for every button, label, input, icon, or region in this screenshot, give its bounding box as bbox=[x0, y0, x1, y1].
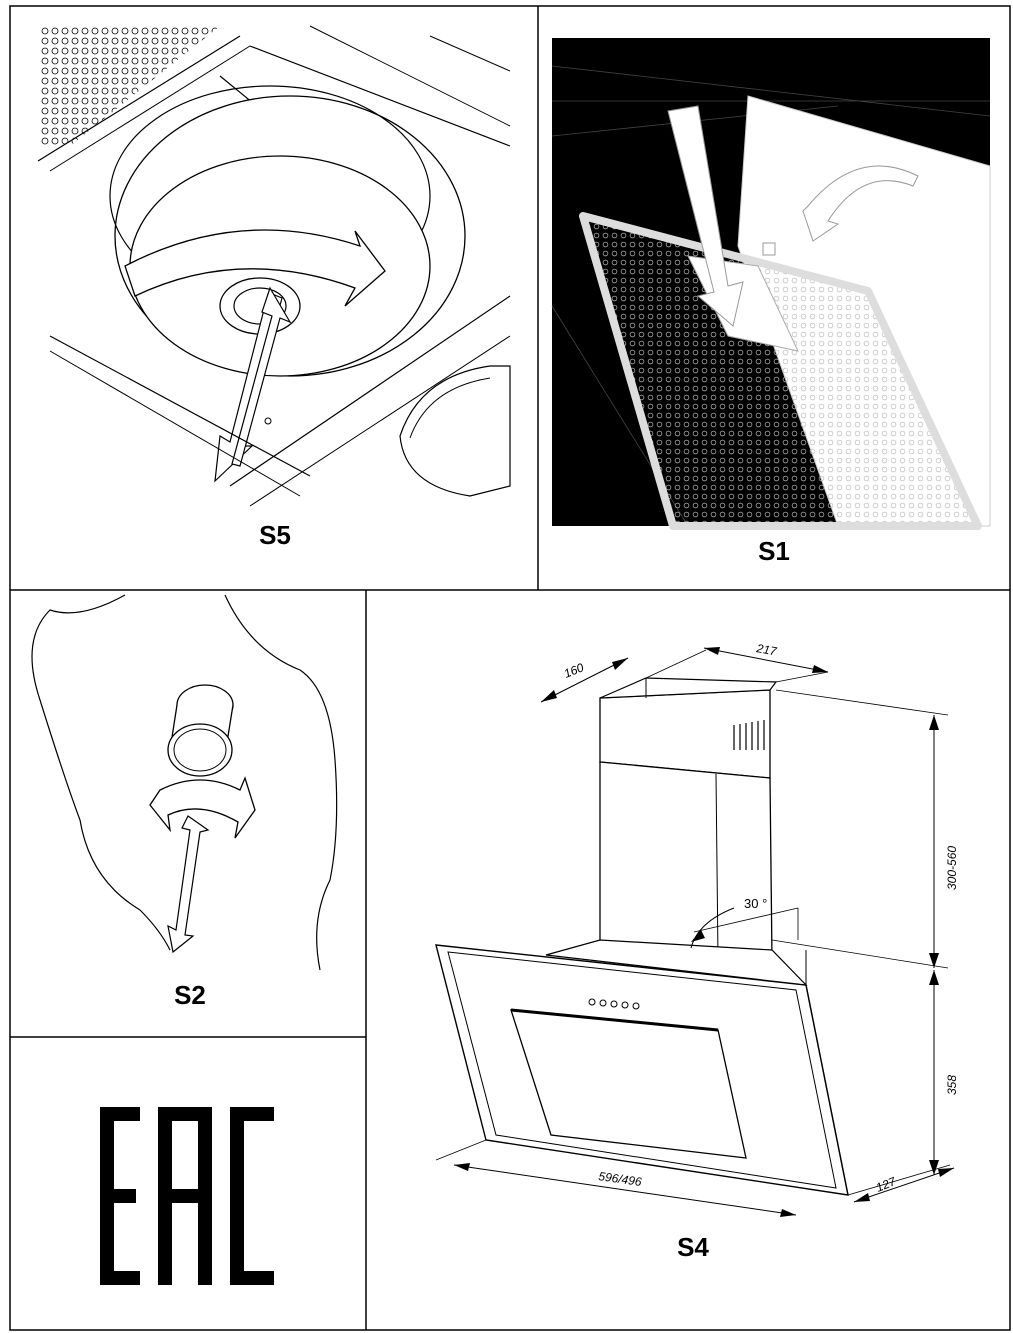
s2-pipe-illustration bbox=[31, 594, 338, 971]
dim-angle: 30 ° bbox=[744, 896, 767, 911]
panel-label-s5: S5 bbox=[259, 520, 291, 550]
panel-s2: S2 bbox=[10, 590, 366, 1037]
dim-hood-depth: 127 bbox=[874, 1174, 899, 1195]
dim-width-top: 217 bbox=[754, 641, 778, 659]
panel-s4: 160 217 300-560 30 ° 358 596/496 127 S4 bbox=[366, 590, 1010, 1330]
panel-eac bbox=[10, 1037, 366, 1330]
panel-label-s2: S2 bbox=[174, 980, 206, 1010]
panel-s1: S1 bbox=[538, 6, 1010, 590]
dim-chimney-height: 300-560 bbox=[945, 846, 959, 890]
s5-motor-illustration bbox=[37, 25, 511, 507]
eac-mark bbox=[100, 1107, 274, 1285]
s4-dimension-drawing: 160 217 300-560 30 ° 358 596/496 127 bbox=[435, 641, 959, 1217]
dim-depth-top: 160 bbox=[562, 660, 586, 681]
panel-s5: S5 bbox=[10, 6, 538, 590]
s1-filter-illustration bbox=[551, 38, 991, 530]
dim-hood-width: 596/496 bbox=[598, 1169, 643, 1189]
panel-label-s4: S4 bbox=[677, 1232, 709, 1262]
panel-label-s1: S1 bbox=[758, 536, 790, 566]
dim-hood-height: 358 bbox=[945, 1075, 959, 1095]
